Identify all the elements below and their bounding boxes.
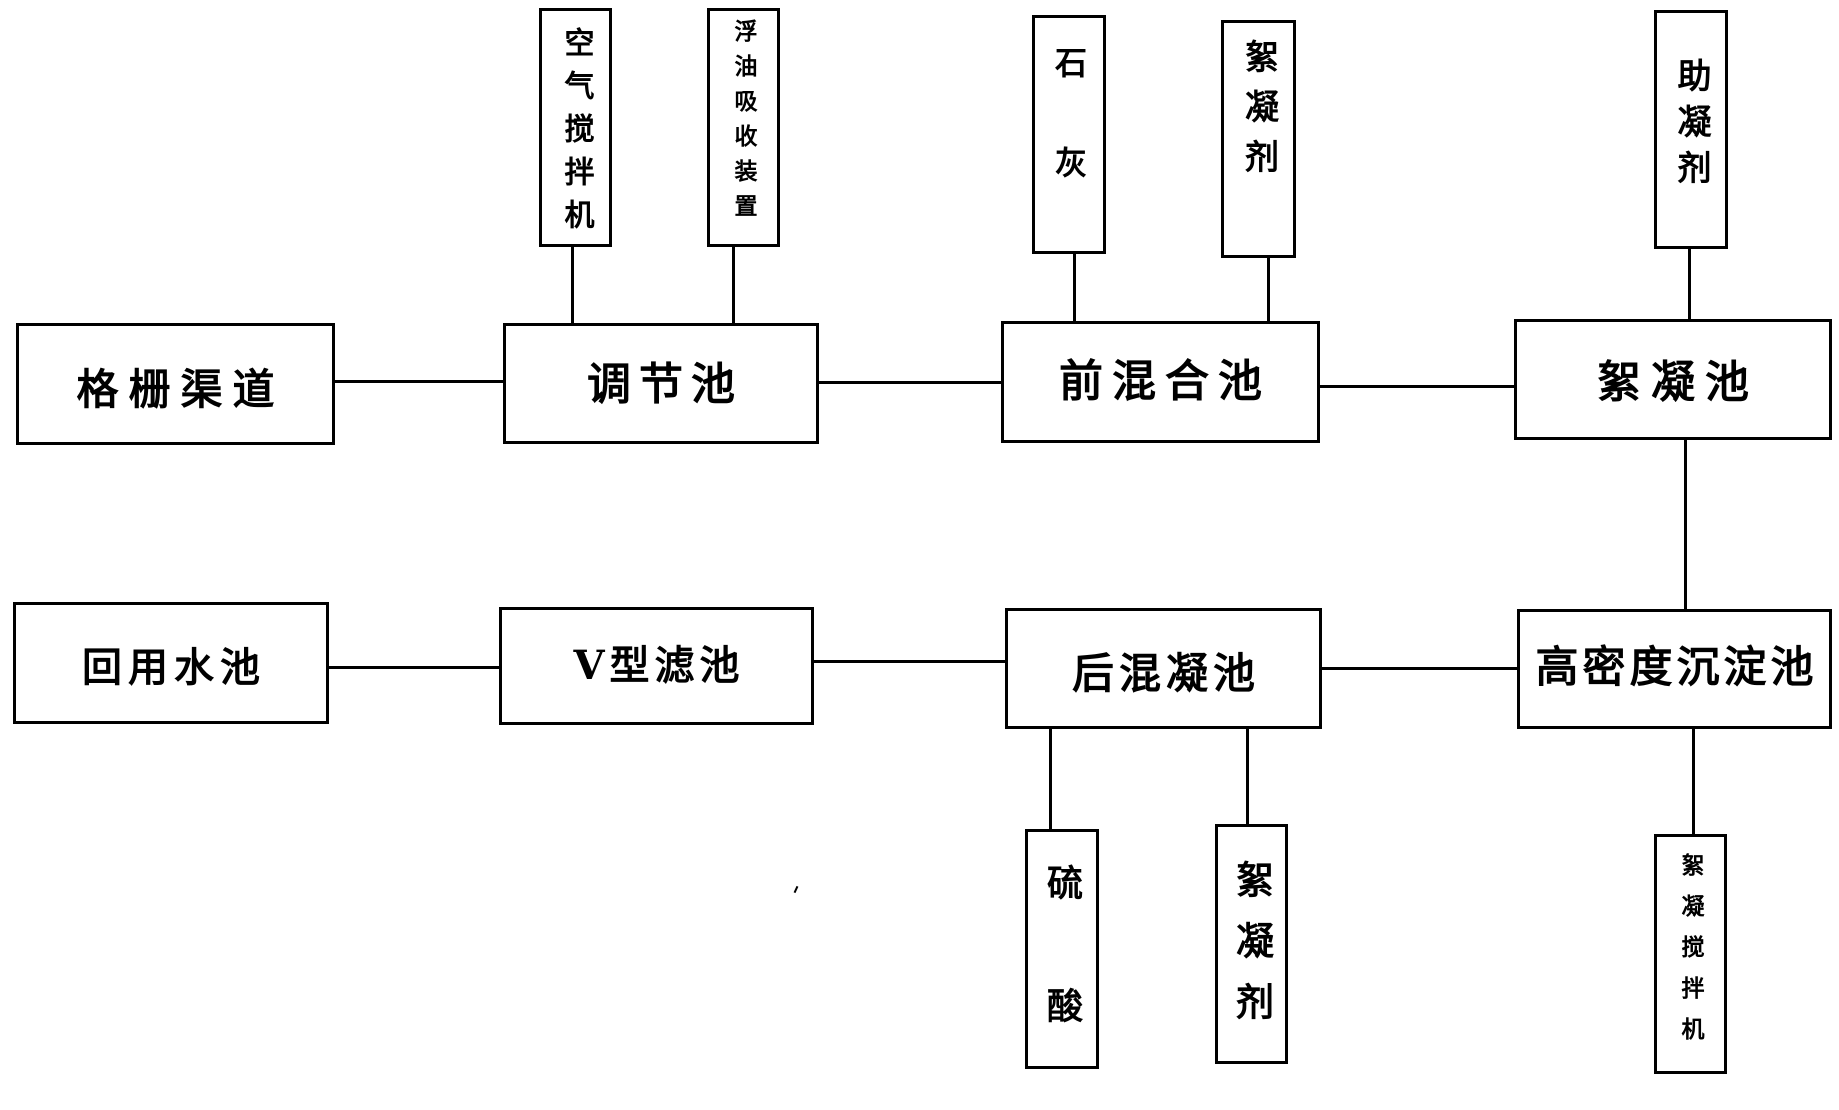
unit-label: 絮凝池: [1597, 356, 1759, 408]
connector-flocculation-mixer: [1692, 729, 1695, 834]
attachment-label: 助凝剂: [1671, 58, 1711, 196]
attachment-label: 硫酸: [1041, 864, 1083, 1110]
unit-label: 高密度沉淀池: [1535, 642, 1818, 693]
attachment-flocculant-top: 絮凝剂: [1221, 20, 1296, 258]
attachment-lime: 石灰: [1032, 15, 1106, 254]
attachment-coagulant-aid: 助凝剂: [1654, 10, 1728, 249]
unit-regulation-tank: 调节池: [503, 323, 819, 444]
connector-regulation-tank-to-premix-tank: [819, 381, 1001, 384]
attachment-air-agitator: 空气搅拌机: [539, 8, 612, 247]
stray-mark: [793, 885, 799, 894]
connector-v-filter-to-reuse-pool: [329, 666, 499, 669]
connector-hd-sedimentation-to-post-coagulation: [1322, 667, 1517, 670]
attachment-label: 空气搅拌机: [558, 27, 594, 242]
unit-premix-tank: 前混合池: [1001, 321, 1320, 443]
unit-v-filter: V型滤池: [499, 607, 814, 725]
connector-air-agitator: [571, 247, 574, 323]
unit-label: 回用水池: [82, 644, 266, 691]
unit-label: 调节池: [587, 358, 743, 410]
connector-oil-absorber: [732, 247, 735, 323]
connector-flocculant-bottom: [1246, 729, 1249, 824]
connector-post-coagulation-to-v-filter: [814, 660, 1005, 663]
attachment-oil-absorber: 浮油吸收装置: [707, 8, 780, 247]
unit-post-coagulation-tank: 后混凝池: [1005, 608, 1322, 729]
unit-label: 格栅渠道: [76, 365, 285, 414]
attachment-flocculant-bottom: 絮凝剂: [1215, 824, 1288, 1064]
unit-label: 后混凝池: [1071, 648, 1260, 698]
connector-premix-tank-to-flocculation-tank: [1320, 385, 1514, 388]
connector-sulfuric-acid: [1049, 729, 1052, 829]
unit-label: 前混合池: [1059, 356, 1271, 407]
connector-grid-channel-to-regulation-tank: [335, 380, 503, 383]
unit-flocculation-tank: 絮凝池: [1514, 319, 1832, 440]
attachment-flocculation-mixer: 絮凝搅拌机: [1654, 834, 1727, 1074]
attachment-label: 絮凝剂: [1229, 860, 1275, 1043]
attachment-label: 浮油吸收装置: [730, 19, 757, 229]
connector-coagulant-aid: [1688, 249, 1691, 319]
connector-flocculation-to-hd-sedimentation: [1684, 440, 1687, 609]
unit-reuse-water-pool: 回用水池: [13, 602, 329, 724]
attachment-label: 絮凝搅拌机: [1677, 853, 1704, 1058]
connector-flocculant-top: [1267, 258, 1270, 321]
unit-label: V型滤池: [573, 642, 745, 689]
attachment-label: 絮凝剂: [1238, 39, 1279, 189]
unit-hd-sedimentation-tank: 高密度沉淀池: [1517, 609, 1832, 729]
unit-grid-channel: 格栅渠道: [16, 323, 335, 445]
attachment-sulfuric-acid: 硫酸: [1025, 829, 1099, 1110]
connector-lime: [1073, 254, 1076, 321]
attachment-label: 石灰: [1050, 46, 1088, 246]
